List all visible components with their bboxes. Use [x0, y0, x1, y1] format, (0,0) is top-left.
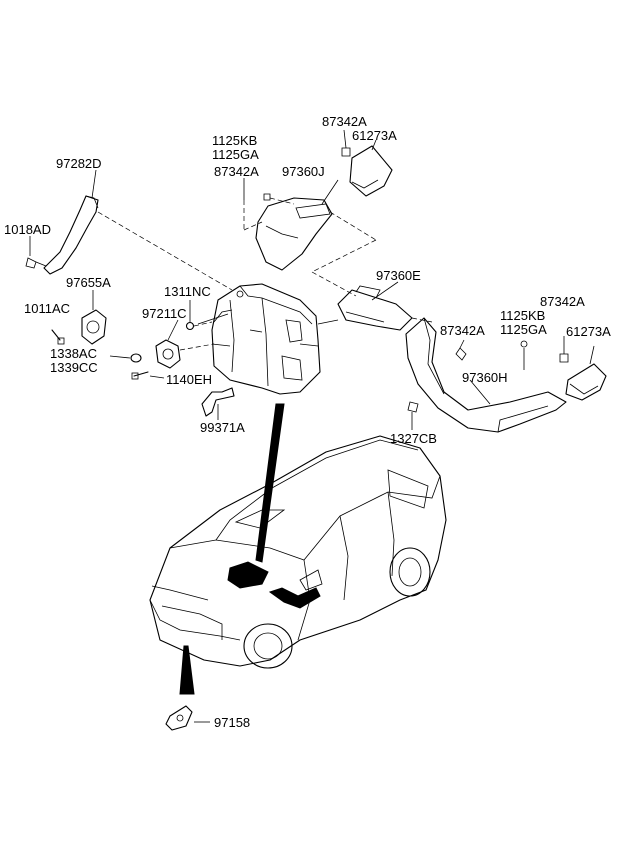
clamp-97158: [165, 705, 210, 731]
bracket-61273a-right: [559, 336, 607, 401]
heater-location-marker: [227, 561, 269, 589]
label-1327cb: 1327CB: [390, 431, 437, 446]
label-87342a-top: 87342A: [322, 114, 367, 129]
label-1125ga-top: 1125GA: [212, 147, 259, 162]
hose-99371a: [201, 387, 235, 420]
label-97211c: 97211C: [142, 306, 187, 321]
sensor-97211c: [155, 319, 215, 369]
label-1338ac: 1338AC: [50, 346, 97, 361]
label-87342a-right-mid: 87342A: [440, 323, 485, 338]
duct-location-marker: [268, 587, 321, 609]
label-97360j: 97360J: [282, 164, 325, 179]
duct-97360j: [243, 178, 339, 271]
label-61273a-right: 61273A: [566, 324, 611, 339]
label-97655a: 97655A: [66, 275, 111, 290]
label-1339cc: 1339CC: [50, 360, 98, 375]
label-97282d: 97282D: [56, 156, 102, 171]
label-1125ga-right: 1125GA: [500, 322, 547, 337]
duct-97282d: [25, 169, 99, 275]
label-1140eh: 1140EH: [166, 372, 212, 387]
bracket-61273a-top: [341, 129, 393, 197]
vehicle-outline: [149, 435, 447, 669]
heater-unit: [211, 283, 339, 395]
label-99371a: 99371A: [200, 420, 245, 435]
label-97360e: 97360E: [376, 268, 421, 283]
pointer-clamp: [179, 645, 195, 695]
label-87342a-mid: 87342A: [214, 164, 259, 179]
duct-97360h: [405, 317, 567, 433]
label-1011ac: 1011AC: [24, 301, 70, 316]
part-labels: 97282D 1018AD 97655A 1011AC 1338AC 1339C…: [4, 114, 611, 730]
label-61273a-top: 61273A: [352, 128, 397, 143]
label-1311nc: 1311NC: [164, 284, 211, 299]
label-1125kb-top: 1125KB: [212, 133, 257, 148]
bolt-1011ac: [51, 329, 65, 345]
label-87342a-right: 87342A: [540, 294, 585, 309]
clip-1311nc: [185, 300, 229, 331]
label-97158: 97158: [214, 715, 250, 730]
bracket-97655a: [81, 290, 107, 345]
label-97360h: 97360H: [462, 370, 508, 385]
duct-97360e: [337, 281, 413, 331]
washer-1338ac: [109, 353, 142, 363]
bolt-1140eh: [131, 371, 165, 380]
label-1018ad: 1018AD: [4, 222, 51, 237]
label-1125kb-right: 1125KB: [500, 308, 545, 323]
pointer-heater: [255, 403, 285, 563]
